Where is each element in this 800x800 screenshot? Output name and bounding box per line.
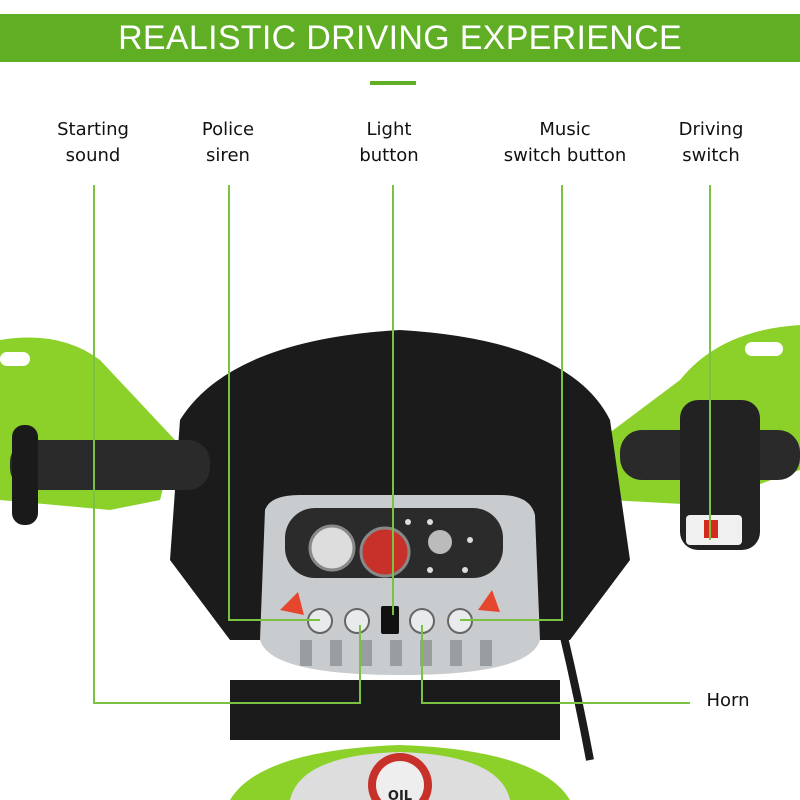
police-siren-line	[228, 185, 320, 621]
left-indicator	[280, 592, 304, 615]
light-button	[381, 606, 399, 634]
tank-cap-text: OIL	[388, 789, 412, 800]
label-line: Music	[539, 119, 591, 140]
label-line: sound	[65, 145, 121, 166]
police-siren-button	[344, 608, 370, 634]
label-line: switch	[682, 145, 740, 166]
label-line: button	[359, 145, 419, 166]
left-grip	[10, 440, 210, 490]
label-music-switch: Music switch button	[504, 117, 627, 169]
starting-sound-line	[93, 185, 361, 704]
label-driving-switch: Driving switch	[679, 117, 744, 169]
speedometer	[308, 524, 356, 572]
label-light-button: Light button	[359, 117, 418, 169]
label-line: switch button	[503, 145, 627, 166]
label-line: Light	[366, 119, 412, 140]
tachometer	[359, 526, 411, 578]
horn-line	[421, 625, 690, 704]
separator	[370, 81, 416, 85]
music-switch-line	[460, 185, 563, 621]
banner-title: REALISTIC DRIVING EXPERIENCE	[118, 18, 682, 57]
label-police-siren: Police siren	[202, 117, 254, 169]
right-indicator	[478, 590, 500, 612]
title-banner: REALISTIC DRIVING EXPERIENCE	[0, 14, 800, 62]
label-starting-sound: Starting sound	[57, 117, 129, 169]
label-line: Driving	[678, 119, 744, 140]
label-horn: Horn	[706, 690, 750, 711]
driving-switch-housing	[680, 400, 760, 550]
label-line: Police	[201, 119, 255, 140]
leader-lines	[93, 185, 711, 704]
label-line: Starting	[57, 119, 129, 140]
label-line: siren	[206, 145, 250, 166]
